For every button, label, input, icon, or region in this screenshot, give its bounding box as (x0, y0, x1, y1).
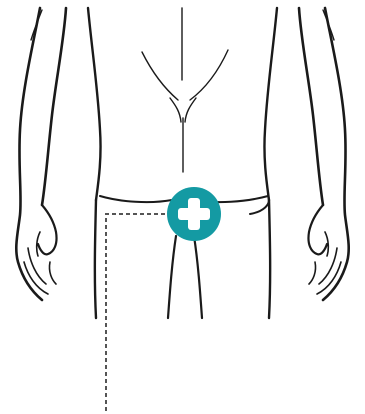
right-arm (299, 8, 349, 300)
torso (88, 8, 277, 200)
leader-line (106, 214, 172, 414)
left-arm (16, 8, 66, 300)
location-marker[interactable] (167, 187, 221, 241)
